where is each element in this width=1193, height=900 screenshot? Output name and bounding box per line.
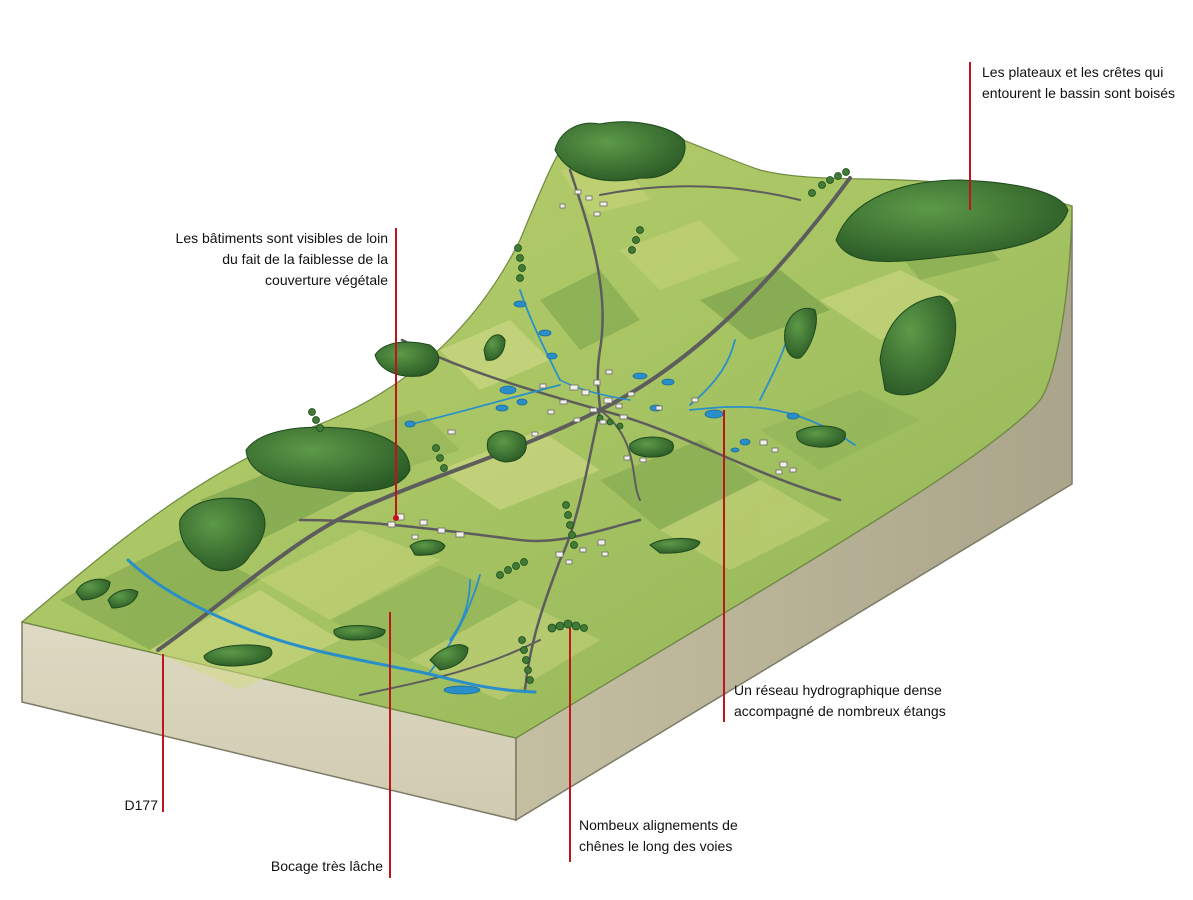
- oak-row-2: [518, 636, 534, 684]
- forest-right-slope: [879, 295, 957, 396]
- forest-left-small: [75, 578, 111, 601]
- hamlet-east: [759, 439, 797, 475]
- forest-s-2: [333, 625, 386, 641]
- label-oaks: Nombeux alignements de chênes le long de…: [579, 817, 738, 854]
- ponds: [404, 300, 800, 695]
- stream-2: [407, 384, 561, 426]
- forest-left-small-2: [107, 589, 139, 609]
- road-top: [599, 185, 801, 201]
- oak-row-7: [514, 244, 526, 282]
- label-bocage: Bocage très lâche: [270, 858, 383, 874]
- oak-row-8: [628, 226, 644, 254]
- scattered-farms: [447, 397, 699, 463]
- forest-s-4: [409, 539, 446, 556]
- leader-lines: [162, 62, 971, 878]
- village-center: [539, 369, 635, 425]
- forest-village-e: [629, 436, 674, 458]
- forest-right: [835, 179, 1069, 262]
- forest-mid: [486, 430, 527, 463]
- hamlet-south: [555, 539, 609, 565]
- forest-s-5: [649, 537, 701, 554]
- stream-4: [689, 339, 736, 406]
- oak-row-10: [596, 414, 624, 430]
- buildings: [387, 189, 797, 565]
- forest-hill: [374, 341, 440, 377]
- forest-s-3: [429, 644, 469, 671]
- label-hydro: Un réseau hydrographique dense accompagn…: [734, 682, 946, 719]
- hamlet-d177: [387, 513, 465, 540]
- forest-top: [554, 121, 686, 182]
- label-forests: Les plateaux et les crêtes qui entourent…: [982, 64, 1176, 101]
- forests: [75, 121, 1069, 671]
- oak-row-4: [808, 168, 850, 197]
- oak-row-5: [308, 408, 324, 432]
- label-road: D177: [124, 797, 158, 813]
- stream-7: [449, 579, 471, 641]
- main-river: [126, 558, 537, 694]
- stream-8: [559, 379, 631, 401]
- oak-row-1: [547, 619, 588, 633]
- road-lower: [359, 639, 541, 696]
- oak-row-9: [496, 558, 528, 579]
- label-buildings: Les bâtiments sont visibles de loin du f…: [175, 230, 388, 288]
- forest-strip-2: [483, 334, 506, 361]
- road-north: [568, 168, 604, 412]
- pointer-dot-buildings: [393, 515, 399, 521]
- stream-5: [759, 344, 786, 401]
- forest-strip-1: [784, 307, 817, 359]
- tree-alignments: [308, 168, 850, 684]
- forest-left-edge: [179, 497, 266, 572]
- forest-s-1: [203, 644, 273, 667]
- road-west: [298, 518, 642, 543]
- hamlet-north: [559, 189, 608, 217]
- forest-left-large: [245, 426, 411, 492]
- road-south: [523, 408, 602, 692]
- oak-row-6: [432, 444, 448, 472]
- oak-row-3: [562, 501, 578, 549]
- forest-ne-copse: [796, 425, 846, 448]
- stream-6: [519, 289, 561, 381]
